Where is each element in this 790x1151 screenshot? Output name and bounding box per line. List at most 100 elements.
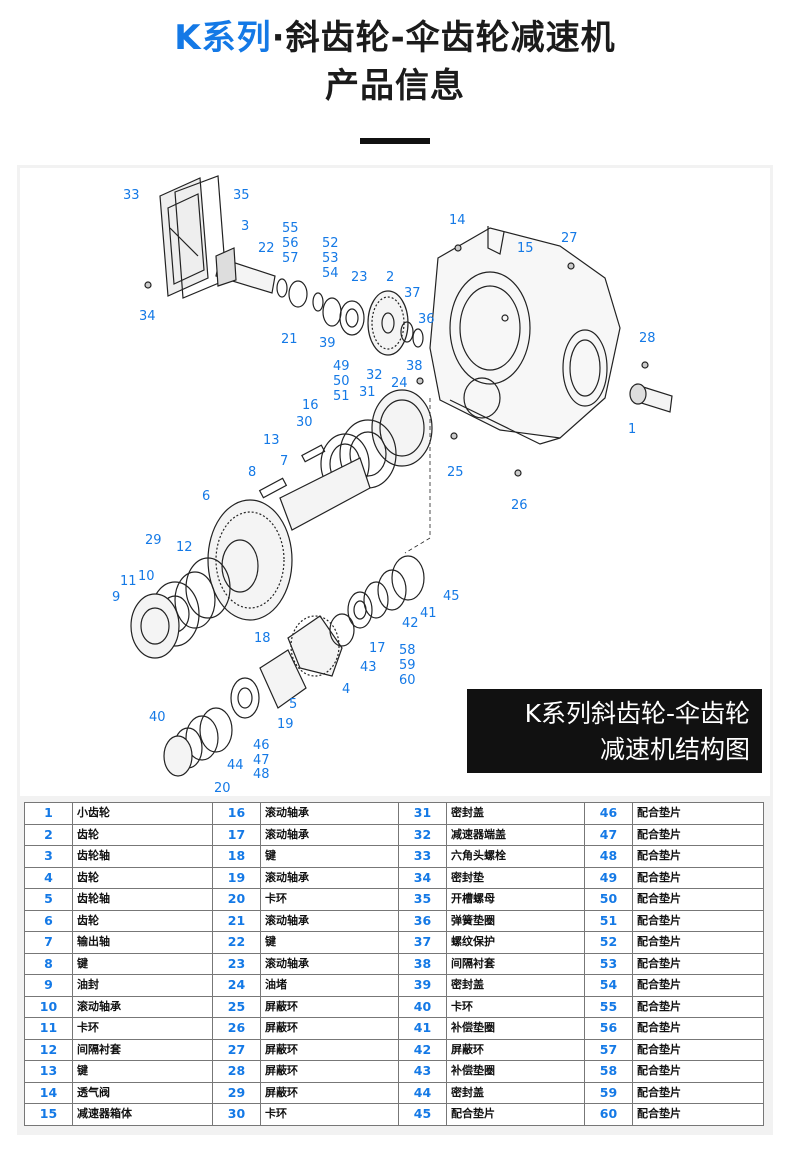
part-name: 六角头螺栓 <box>446 845 585 868</box>
part-name: 齿轮 <box>72 866 213 889</box>
caption-line-2: 减速机结构图 <box>599 735 750 764</box>
callout-number: 5 <box>289 697 297 712</box>
callout-number: 43 <box>360 660 377 675</box>
callout-number: 29 <box>145 533 162 548</box>
callout-number: 1 <box>628 422 636 437</box>
part-name: 减速器箱体 <box>72 1103 213 1126</box>
part-name: 油堵 <box>260 974 399 997</box>
part-number: 43 <box>398 1060 447 1083</box>
part-number: 5 <box>24 888 73 911</box>
part-number: 29 <box>212 1081 261 1104</box>
callout-number: 47 <box>253 753 270 768</box>
part-number: 57 <box>584 1038 633 1061</box>
part-number: 3 <box>24 845 73 868</box>
part-number: 22 <box>212 931 261 954</box>
callout-number: 35 <box>233 188 250 203</box>
part-name: 配合垫片 <box>632 974 764 997</box>
part-name: 滚动轴承 <box>260 802 399 825</box>
part-number: 26 <box>212 1017 261 1040</box>
part-number: 15 <box>24 1103 73 1126</box>
callout-number: 6 <box>202 489 210 504</box>
part-name: 配合垫片 <box>632 1038 764 1061</box>
part-name: 配合垫片 <box>632 866 764 889</box>
callout-number: 37 <box>404 286 421 301</box>
callout-number: 57 <box>282 251 299 266</box>
part-number: 47 <box>584 823 633 846</box>
part-name: 卡环 <box>260 888 399 911</box>
part-name: 屏蔽环 <box>260 1038 399 1061</box>
callout-number: 9 <box>112 590 120 605</box>
part-number: 17 <box>212 823 261 846</box>
part-number: 40 <box>398 995 447 1018</box>
part-number: 45 <box>398 1103 447 1126</box>
part-number: 38 <box>398 952 447 975</box>
part-name: 配合垫片 <box>632 909 764 932</box>
part-name: 配合垫片 <box>632 802 764 825</box>
part-number: 18 <box>212 845 261 868</box>
part-number: 33 <box>398 845 447 868</box>
callout-number: 27 <box>561 231 578 246</box>
callout-number: 15 <box>517 241 534 256</box>
callout-number: 20 <box>214 781 231 796</box>
part-number: 52 <box>584 931 633 954</box>
page-title: K系列·斜齿轮-伞齿轮减速机 产品信息 <box>0 14 790 110</box>
callout-number: 59 <box>399 658 416 673</box>
callout-number: 7 <box>280 454 288 469</box>
callout-number: 26 <box>511 498 528 513</box>
part-name: 键 <box>260 845 399 868</box>
part-name: 滚动轴承 <box>260 909 399 932</box>
title-product: ·斜齿轮-伞齿轮减速机 <box>271 18 616 58</box>
callout-number: 18 <box>254 631 271 646</box>
part-name: 补偿垫圈 <box>446 1017 585 1040</box>
diagram-caption: K系列斜齿轮-伞齿轮 减速机结构图 <box>467 689 762 773</box>
callout-number: 45 <box>443 589 460 604</box>
part-name: 配合垫片 <box>632 995 764 1018</box>
part-number: 8 <box>24 952 73 975</box>
part-number: 56 <box>584 1017 633 1040</box>
part-number: 21 <box>212 909 261 932</box>
part-name: 齿轮 <box>72 909 213 932</box>
callout-number: 10 <box>138 569 155 584</box>
part-number: 27 <box>212 1038 261 1061</box>
part-number: 19 <box>212 866 261 889</box>
part-name: 密封垫 <box>446 866 585 889</box>
part-number: 7 <box>24 931 73 954</box>
part-number: 49 <box>584 866 633 889</box>
callout-number: 50 <box>333 374 350 389</box>
part-number: 16 <box>212 802 261 825</box>
part-number: 37 <box>398 931 447 954</box>
part-name: 配合垫片 <box>632 1103 764 1126</box>
callout-number: 24 <box>391 376 408 391</box>
part-name: 配合垫片 <box>632 1017 764 1040</box>
part-number: 58 <box>584 1060 633 1083</box>
callout-number: 51 <box>333 389 350 404</box>
part-name: 补偿垫圈 <box>446 1060 585 1083</box>
callout-number: 33 <box>123 188 140 203</box>
part-number: 55 <box>584 995 633 1018</box>
callout-number: 32 <box>366 368 383 383</box>
part-number: 11 <box>24 1017 73 1040</box>
part-name: 卡环 <box>446 995 585 1018</box>
part-number: 59 <box>584 1081 633 1104</box>
part-name: 油封 <box>72 974 213 997</box>
part-name: 配合垫片 <box>632 845 764 868</box>
callout-number: 14 <box>449 213 466 228</box>
part-number: 10 <box>24 995 73 1018</box>
callout-number: 53 <box>322 251 339 266</box>
part-number: 54 <box>584 974 633 997</box>
callout-number: 22 <box>258 241 275 256</box>
callout-number: 28 <box>639 331 656 346</box>
title-series: K系列 <box>174 18 272 58</box>
callout-number: 44 <box>227 758 244 773</box>
